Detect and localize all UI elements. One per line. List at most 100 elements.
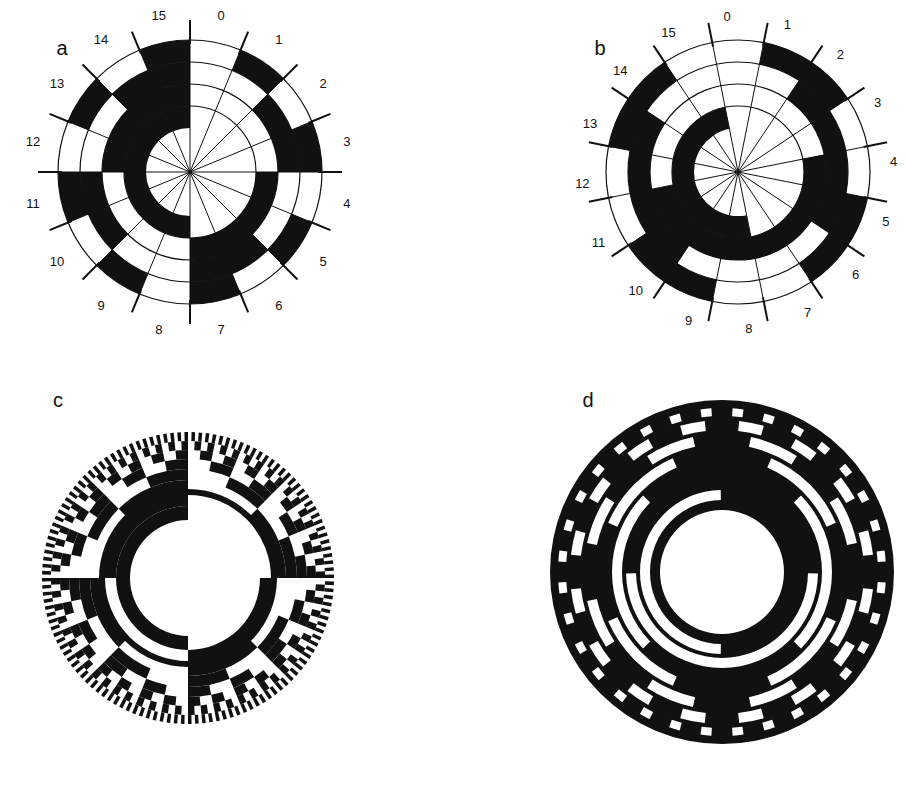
code-segment — [839, 464, 852, 477]
code-segment — [58, 509, 68, 516]
sector-number: 11 — [592, 235, 606, 248]
sector-tick — [844, 88, 864, 101]
code-segment — [314, 597, 324, 605]
sector-tick — [809, 278, 822, 298]
code-segment — [310, 609, 320, 618]
code-segment — [564, 612, 575, 625]
ring-outline — [606, 40, 870, 304]
code-segment — [259, 681, 269, 692]
code-segment — [128, 460, 143, 473]
code-segment — [177, 432, 181, 441]
code-segment — [626, 573, 818, 668]
code-segment — [817, 442, 830, 455]
sector-tick — [308, 221, 330, 230]
sector-number: 0 — [723, 10, 730, 23]
code-segment — [175, 705, 182, 714]
code-segment — [43, 557, 52, 562]
code-segment — [767, 458, 836, 527]
code-segment — [322, 546, 332, 551]
code-segment — [231, 439, 237, 449]
code-segment — [270, 686, 278, 695]
disk-ground — [606, 40, 870, 304]
code-segment — [225, 437, 231, 447]
code-segment — [700, 727, 711, 736]
sector-tick — [654, 278, 667, 298]
sector-number: 1 — [784, 18, 791, 31]
sector-tick — [589, 142, 613, 147]
code-segment — [291, 496, 302, 506]
sector-tick — [864, 142, 888, 147]
code-segment — [58, 172, 88, 223]
code-segment — [71, 660, 80, 668]
sector-number: 4 — [890, 155, 897, 168]
sector-tick — [83, 263, 100, 280]
sector-spokes — [58, 40, 322, 304]
code-segment — [306, 565, 316, 578]
sector-number: 0 — [218, 9, 225, 22]
code-segment — [95, 684, 103, 693]
sector-number: 8 — [155, 322, 162, 335]
sector-tick — [38, 171, 62, 173]
code-segment — [61, 627, 72, 637]
code-segment — [575, 490, 587, 503]
code-segment — [184, 432, 188, 441]
code-segment — [73, 485, 82, 493]
code-segment — [155, 444, 163, 454]
code-track — [90, 480, 286, 676]
code-segment — [830, 497, 857, 545]
code-segment — [839, 667, 852, 680]
code-segment — [592, 667, 605, 680]
code-segment — [219, 445, 228, 455]
sector-number: 10 — [628, 283, 642, 296]
sector-tick — [189, 300, 191, 324]
sector-number: 5 — [319, 254, 326, 267]
code-segment — [669, 414, 682, 425]
code-segment — [295, 555, 307, 578]
code-segment — [315, 558, 325, 566]
code-segment — [261, 455, 269, 464]
code-segment — [300, 494, 309, 502]
code-segment — [74, 649, 85, 659]
code-segment — [93, 465, 101, 474]
code-segment — [208, 713, 213, 722]
code-segment — [163, 434, 168, 443]
code-segment — [213, 702, 221, 712]
code-segment — [277, 467, 286, 476]
code-track — [42, 432, 334, 724]
code-segment — [218, 436, 223, 446]
code-segment — [571, 530, 585, 556]
code-segment — [316, 571, 325, 578]
code-segment — [749, 437, 797, 464]
ring-outlines — [58, 40, 322, 304]
code-segment — [139, 707, 145, 717]
code-segment — [791, 707, 804, 719]
code-segment — [302, 541, 314, 555]
code-segment — [215, 712, 220, 722]
code-segment — [313, 519, 323, 526]
code-segment — [298, 508, 309, 518]
code-track — [626, 573, 818, 668]
code-track — [571, 421, 873, 723]
sector-tick — [83, 65, 100, 82]
code-segment — [55, 538, 65, 547]
code-segment — [96, 472, 107, 483]
code-segment — [75, 665, 84, 673]
ring-outline — [628, 62, 848, 282]
code-segment — [129, 451, 139, 462]
code-segment — [256, 451, 264, 461]
sector-number: 6 — [852, 268, 859, 281]
code-segment — [309, 532, 320, 541]
code-segment — [738, 421, 764, 435]
code-segment — [857, 490, 869, 503]
code-segment — [170, 433, 174, 442]
code-segment — [608, 458, 677, 527]
code-segment — [857, 641, 869, 654]
code-segment — [82, 644, 96, 659]
code-segment — [51, 565, 60, 572]
code-segment — [627, 439, 653, 461]
code-segment — [221, 710, 227, 720]
code-segment — [163, 695, 176, 706]
code-segment — [142, 438, 148, 448]
sector-number: 9 — [685, 313, 692, 326]
